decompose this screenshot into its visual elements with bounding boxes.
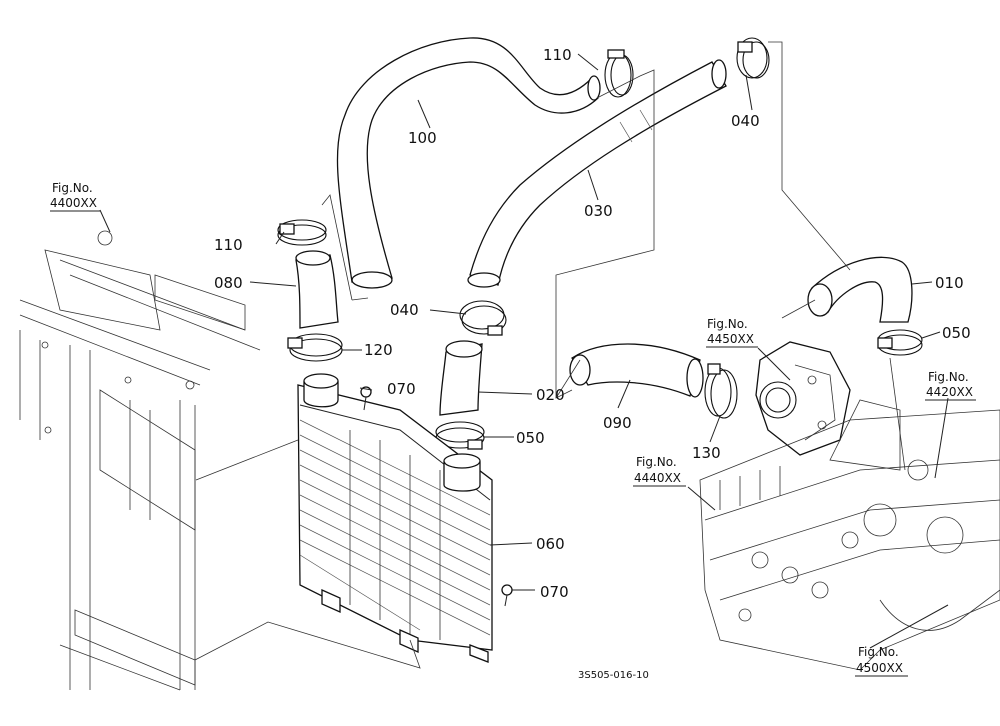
intercooler-060: [297, 373, 493, 663]
callout-030: 030: [584, 202, 613, 220]
drawing-code: 3S505-016-10: [578, 670, 649, 681]
callout-070-bottom: 070: [540, 583, 569, 601]
callout-070-top: 070: [387, 380, 416, 398]
clamp-050-right: [877, 329, 923, 356]
hose-100: [336, 37, 601, 289]
callout-110-left: 110: [214, 236, 243, 254]
fig-number-4440: 4440XX: [634, 471, 681, 485]
callout-130: 130: [692, 444, 721, 462]
figure-references: Fig.No. 4400XX Fig.No. 4450XX Fig.No. 44…: [50, 181, 976, 677]
support-frame: [19, 230, 261, 691]
callout-100: 100: [408, 129, 437, 147]
clamp-040-top: [736, 37, 770, 79]
fig-number-4420: 4420XX: [926, 385, 973, 399]
callout-120: 120: [364, 341, 393, 359]
callout-060: 060: [536, 535, 565, 553]
fig-label-4420: Fig.No.: [928, 370, 969, 384]
callout-050-right: 050: [942, 324, 971, 342]
hose-010: [807, 256, 913, 323]
callout-050-mid: 050: [516, 429, 545, 447]
engine-head: [699, 399, 1000, 671]
callout-110-top: 110: [543, 46, 572, 64]
fig-label-4450: Fig.No.: [707, 317, 748, 331]
callout-040-mid: 040: [390, 301, 419, 319]
fig-label-4500: Fig.No.: [858, 645, 899, 659]
hose-090: [569, 343, 704, 398]
clamp-110-left: [277, 219, 327, 246]
hose-020: [439, 340, 483, 416]
clamp-110-top: [604, 49, 634, 98]
callout-labels: 100 110 040 030 110 080 040 120 070 020 …: [214, 46, 971, 601]
fig-number-4400: 4400XX: [50, 196, 97, 210]
callout-090: 090: [603, 414, 632, 432]
callout-010: 010: [935, 274, 964, 292]
callout-040-top: 040: [731, 112, 760, 130]
fig-label-4440: Fig.No.: [636, 455, 677, 469]
throttle-body: [755, 341, 851, 456]
callout-020: 020: [536, 386, 565, 404]
clamp-120: [287, 333, 343, 362]
fig-label-4400: Fig.No.: [52, 181, 93, 195]
fig-number-4450: 4450XX: [707, 332, 754, 346]
bolt-070-bottom: [501, 584, 513, 607]
clamp-040-mid: [459, 300, 507, 336]
fig-number-4500: 4500XX: [856, 661, 903, 675]
leader-lines: [99, 41, 949, 669]
callout-080: 080: [214, 274, 243, 292]
clamp-130: [704, 363, 738, 419]
hose-080: [295, 250, 339, 329]
hose-030: [467, 59, 727, 288]
